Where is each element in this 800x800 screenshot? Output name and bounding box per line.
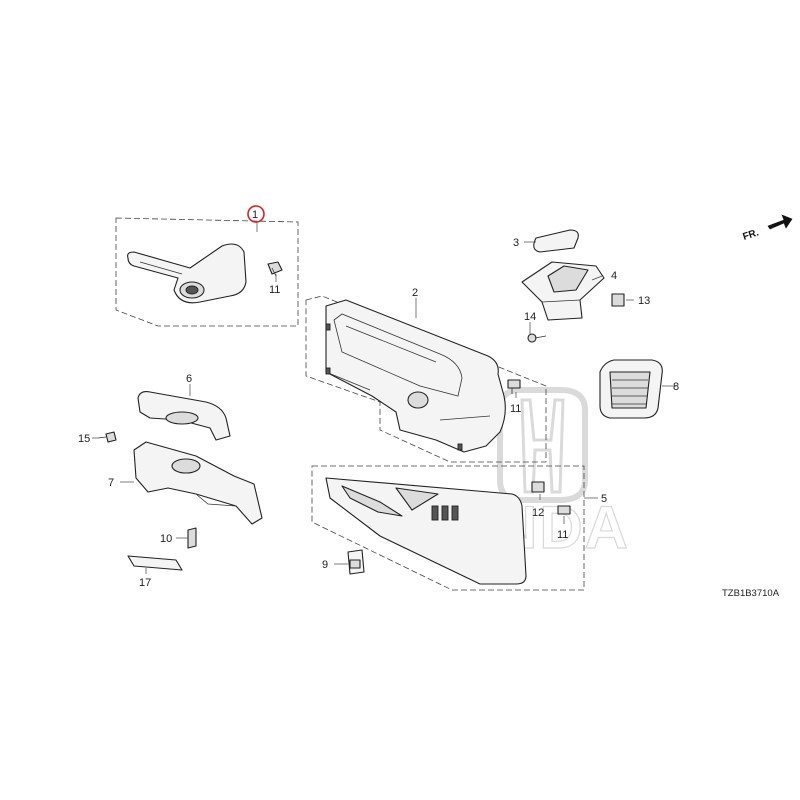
callout-13[interactable]: 13 [638,295,650,307]
callout-11-middle[interactable]: 11 [510,403,521,415]
clip-11-lower [557,505,571,515]
front-direction-indicator: FR. [742,214,793,243]
group-box-5 [311,465,585,591]
callout-17[interactable]: 17 [139,577,151,589]
clip-11-middle [507,379,521,394]
part-1-column-cover [127,243,247,304]
callout-2[interactable]: 2 [412,287,418,299]
callout-12[interactable]: 12 [532,507,544,519]
callout-15[interactable]: 15 [78,433,90,445]
callout-14[interactable]: 14 [524,311,536,323]
callout-labels: 1 11 2 3 4 13 14 8 11 6 15 7 10 17 5 12 … [78,209,679,589]
part-17-label [127,555,183,571]
callout-1[interactable]: 1 [252,209,258,221]
callout-6[interactable]: 6 [186,373,192,385]
callout-11-top[interactable]: 11 [269,284,280,296]
part-5-lower-dash-panel [325,477,527,585]
part-6-upper-column-cover [137,391,231,441]
part-9-bracket [347,549,365,575]
front-arrow-icon [767,214,793,230]
callout-5[interactable]: 5 [601,493,607,505]
callout-4[interactable]: 4 [611,270,617,282]
screw-10 [187,527,197,549]
group-box-1 [115,217,299,327]
callout-11-lower[interactable]: 11 [557,529,568,541]
selected-part-highlight [247,205,265,223]
front-label: FR. [742,227,761,243]
screw-14 [527,333,547,343]
clip-11-top [267,261,283,277]
clip-13 [611,293,625,307]
diagram-code: TZB1B3710A [722,588,780,599]
part-3-pocket-mat [533,229,579,253]
group-box-2 [305,295,547,463]
callout-9[interactable]: 9 [322,559,328,571]
screw-15 [97,431,117,443]
part-2-meter-panel-frame [325,299,506,453]
part-8-air-vent [599,359,663,419]
callout-7[interactable]: 7 [108,477,114,489]
leader-lines [92,222,676,574]
callout-8[interactable]: 8 [673,381,679,393]
clip-12 [531,481,545,493]
part-4-pocket [521,261,605,321]
callout-3[interactable]: 3 [513,237,519,249]
part-7-lower-column-cover [133,441,263,525]
callout-10[interactable]: 10 [160,533,172,545]
